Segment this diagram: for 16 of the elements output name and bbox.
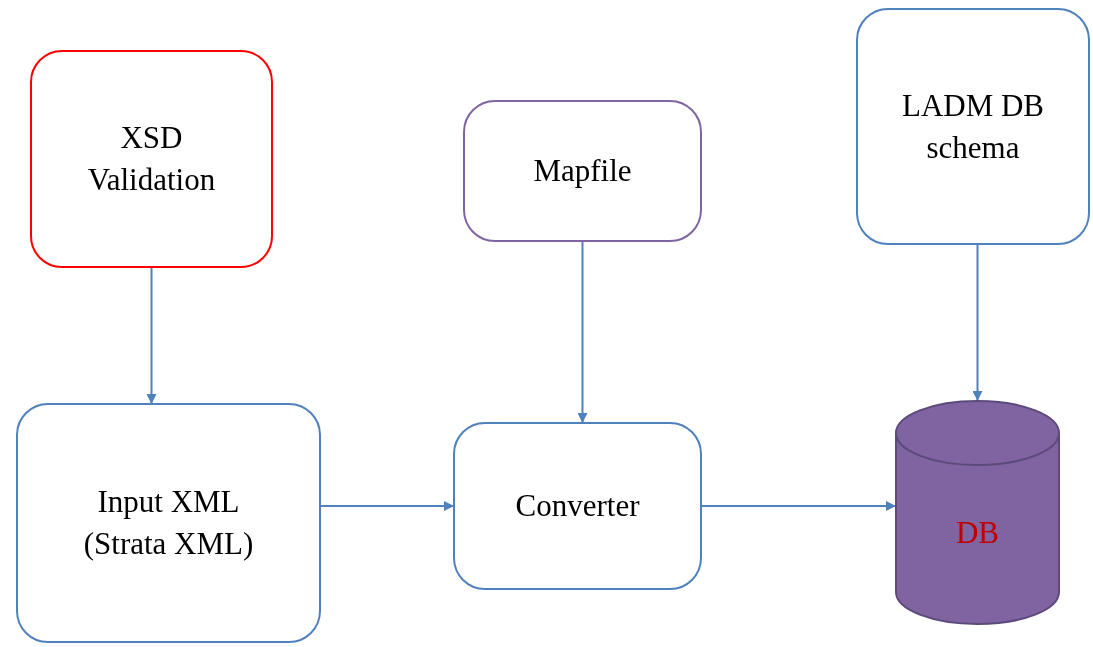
arrow <box>146 267 157 404</box>
node-label: Input XML (Strata XML) <box>82 483 255 563</box>
process-box <box>463 100 702 242</box>
node-label: Converter <box>515 487 640 526</box>
arrow <box>320 501 454 511</box>
process-box <box>856 8 1090 245</box>
node-label: LADM DB schema <box>900 86 1046 167</box>
node-label: DB <box>955 513 1000 552</box>
process-box <box>16 403 321 643</box>
arrow <box>701 501 896 511</box>
node-label: Mapfile <box>533 152 632 191</box>
arrow <box>972 244 983 401</box>
arrow <box>577 241 588 423</box>
process-box <box>453 422 702 590</box>
node-label: XSD Validation <box>86 119 217 199</box>
process-box <box>30 50 273 268</box>
